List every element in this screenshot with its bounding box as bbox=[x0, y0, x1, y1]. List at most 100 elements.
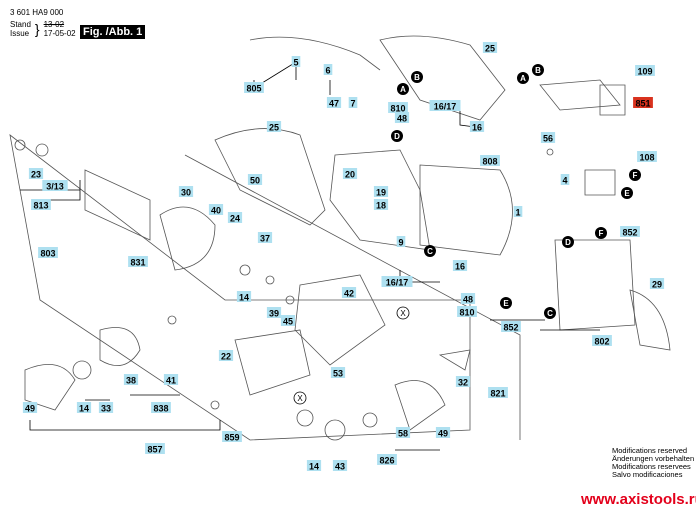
part-label: 49 bbox=[438, 429, 448, 439]
callout-circle bbox=[391, 130, 403, 142]
part-label-box bbox=[637, 151, 657, 162]
part-label: 16 bbox=[455, 262, 465, 272]
callout-circle bbox=[397, 83, 409, 95]
note-line: Änderungen vorbehalten bbox=[612, 454, 695, 463]
part-label: 41 bbox=[166, 376, 176, 386]
part-label: 19 bbox=[376, 188, 386, 198]
part-ring bbox=[296, 409, 314, 427]
part-label-box bbox=[435, 427, 451, 438]
leader-line bbox=[40, 180, 81, 201]
callout-letter: D bbox=[394, 132, 400, 141]
callout-letter: B bbox=[535, 66, 541, 75]
part-ring bbox=[14, 139, 26, 151]
part-label-box bbox=[457, 306, 477, 317]
part-label-box bbox=[306, 460, 322, 471]
part-label: 109 bbox=[637, 67, 652, 77]
part-label: 20 bbox=[345, 170, 355, 180]
armature bbox=[84, 169, 151, 241]
part-label-box bbox=[222, 431, 242, 442]
part-label: 58 bbox=[398, 429, 408, 439]
part-label-box bbox=[280, 315, 296, 326]
issue-date: 17-05-02 bbox=[43, 29, 76, 38]
part-number: 3 601 HA9 000 bbox=[10, 8, 64, 17]
part-label-box bbox=[123, 374, 139, 385]
callout-circle bbox=[629, 169, 641, 181]
part-label: 47 bbox=[329, 99, 339, 109]
callout-letter: D bbox=[565, 238, 571, 247]
callout-circle bbox=[517, 72, 529, 84]
part-label: 810 bbox=[390, 104, 405, 114]
part-label-box bbox=[342, 168, 358, 179]
part-label: 33 bbox=[101, 404, 111, 414]
part-label-box bbox=[76, 402, 92, 413]
part-label: 16/17 bbox=[386, 278, 409, 288]
part-label: 56 bbox=[543, 134, 553, 144]
part-label-box bbox=[633, 97, 653, 108]
callout-letter: F bbox=[633, 171, 638, 180]
part-label-box bbox=[649, 278, 665, 289]
x-mark-circle bbox=[293, 391, 307, 405]
part-label-box bbox=[469, 121, 485, 132]
switch bbox=[599, 84, 626, 116]
part-label: 37 bbox=[260, 234, 270, 244]
part-label: 851 bbox=[635, 99, 650, 109]
part-label-box bbox=[482, 42, 498, 53]
part-label-box bbox=[257, 232, 273, 243]
part-label-box bbox=[22, 402, 38, 413]
part-label-box bbox=[151, 402, 171, 413]
part-label-box bbox=[620, 226, 640, 237]
part-label-box bbox=[513, 206, 523, 217]
part-label-box bbox=[452, 260, 468, 271]
callout-circle bbox=[532, 64, 544, 76]
part-ring bbox=[72, 360, 92, 380]
callout-circle bbox=[562, 236, 574, 248]
part-label: 32 bbox=[458, 378, 468, 388]
callout-letter: C bbox=[427, 247, 433, 256]
callout-circle bbox=[544, 307, 556, 319]
website-link[interactable]: www.axistools.ru bbox=[581, 491, 696, 508]
part-ring bbox=[167, 315, 177, 325]
x-mark-letter: X bbox=[400, 309, 406, 318]
part-label: 14 bbox=[309, 462, 319, 472]
part-label-box bbox=[348, 97, 358, 108]
figure-title: Fig. /Abb. 1 bbox=[80, 25, 146, 39]
part-label: 42 bbox=[344, 289, 354, 299]
part-label-box bbox=[42, 180, 68, 191]
part-label-box bbox=[247, 174, 263, 185]
part-label: 826 bbox=[379, 456, 394, 466]
electronic-module bbox=[584, 169, 616, 196]
part-label: 24 bbox=[230, 214, 240, 224]
part-label: 813 bbox=[33, 201, 48, 211]
part-ring bbox=[546, 148, 554, 156]
modifications-note: Modifications reserved Änderungen vorbeh… bbox=[612, 447, 694, 479]
part-label: 5 bbox=[293, 58, 298, 68]
part-label-box bbox=[266, 121, 282, 132]
part-label-box bbox=[388, 102, 408, 113]
callout-circle bbox=[500, 297, 512, 309]
part-label: 821 bbox=[490, 389, 505, 399]
part-label-box bbox=[540, 132, 556, 143]
part-label: 3/13 bbox=[46, 182, 64, 192]
gear-housing bbox=[294, 274, 386, 366]
part-label-box bbox=[429, 100, 461, 111]
part-label: 25 bbox=[269, 123, 279, 133]
part-label-box bbox=[455, 376, 471, 387]
part-label-box bbox=[326, 97, 342, 108]
part-label: 29 bbox=[652, 280, 662, 290]
part-label: 14 bbox=[79, 404, 89, 414]
part-label: 22 bbox=[221, 352, 231, 362]
callout-circle bbox=[595, 227, 607, 239]
part-label-box bbox=[635, 65, 655, 76]
part-label-box bbox=[218, 350, 234, 361]
flange bbox=[24, 363, 76, 411]
stand-date: 13-02 bbox=[43, 20, 65, 29]
part-label: 45 bbox=[283, 317, 293, 327]
x-mark-circle bbox=[396, 306, 410, 320]
part-label: 30 bbox=[181, 188, 191, 198]
part-label: 53 bbox=[333, 369, 343, 379]
frame-edge bbox=[184, 154, 521, 440]
part-label-box bbox=[501, 321, 521, 332]
part-label: 808 bbox=[482, 157, 497, 167]
part-label: 39 bbox=[269, 309, 279, 319]
